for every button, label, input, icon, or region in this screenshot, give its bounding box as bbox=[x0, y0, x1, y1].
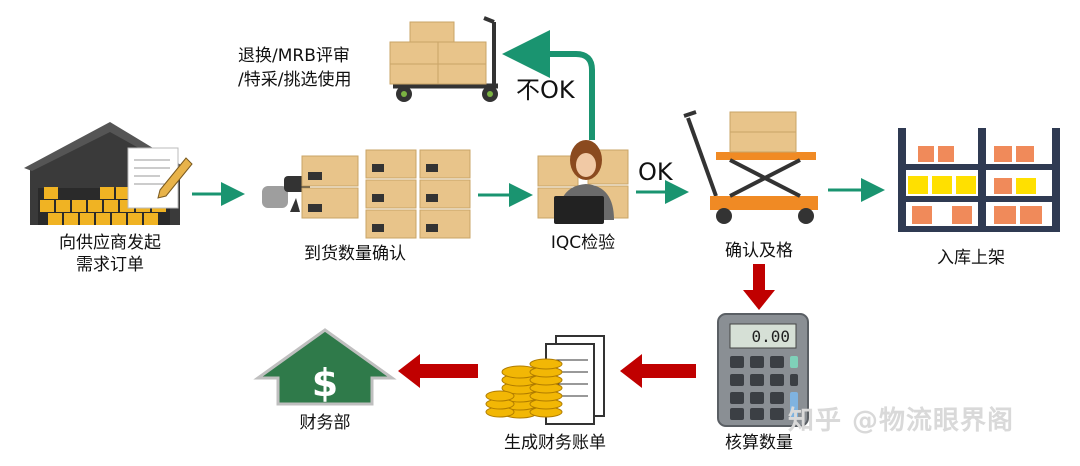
left-arrow-1 bbox=[620, 354, 696, 388]
down-arrow bbox=[743, 264, 775, 310]
shelf-icon bbox=[898, 128, 1060, 232]
not-ok-label: 不OK bbox=[516, 76, 575, 104]
ok-label: OK bbox=[638, 158, 673, 186]
finance-house-icon: $ bbox=[253, 328, 397, 406]
step-arrival-label: 到货数量确认 bbox=[304, 244, 406, 264]
reject-cart-icon bbox=[389, 16, 498, 102]
watermark: 知乎 @物流眼界阁 bbox=[788, 406, 1015, 436]
step-calculate-label: 核算数量 bbox=[725, 433, 793, 453]
calculator-display: 0.00 bbox=[751, 327, 790, 346]
step-supplier-label: 向供应商发起 需求订单 bbox=[59, 233, 161, 275]
reject-arrow bbox=[502, 30, 595, 140]
step-iqc-label: IQC检验 bbox=[550, 233, 616, 253]
step-finance-label: 财务部 bbox=[299, 413, 351, 433]
left-arrow-2 bbox=[398, 354, 478, 388]
document-icon bbox=[127, 147, 193, 209]
step-bill-label: 生成财务账单 bbox=[504, 433, 606, 453]
inspector-icon bbox=[537, 140, 629, 224]
calculator-icon: 0.00 bbox=[717, 313, 809, 427]
lift-cart-icon bbox=[683, 110, 818, 224]
svg-text:$: $ bbox=[312, 361, 338, 405]
step-shelving-label: 入库上架 bbox=[937, 248, 1005, 268]
step-qualified-label: 确认及格 bbox=[725, 241, 793, 261]
boxes-icon bbox=[301, 149, 471, 239]
reject-action-label: 退换/MRB评审 /特采/挑选使用 bbox=[238, 46, 352, 90]
coins-icon bbox=[485, 358, 563, 419]
